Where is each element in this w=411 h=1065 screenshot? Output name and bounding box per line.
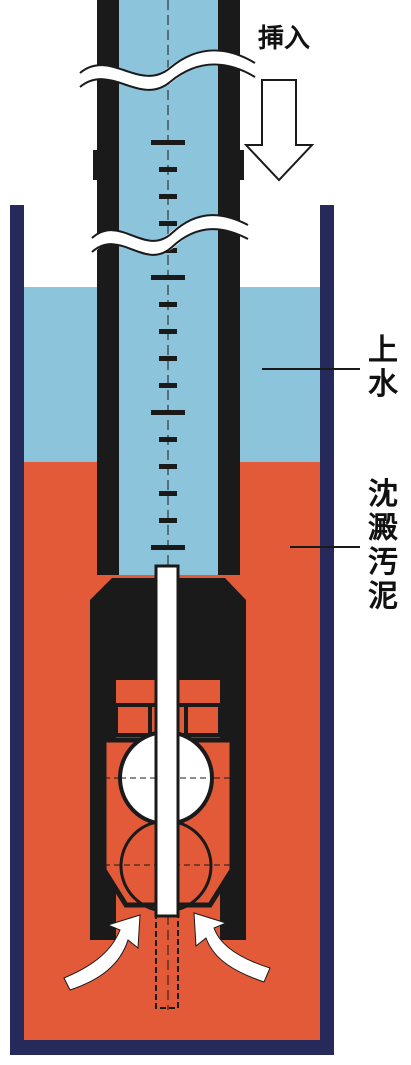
scale-mark [151, 140, 185, 145]
container-bottom [10, 1040, 334, 1055]
scale-mark [159, 302, 177, 307]
supernatant-label: 上水 [368, 333, 398, 402]
inflow-arrow-right [193, 912, 271, 983]
break-line-top-outline [79, 49, 256, 77]
scale-mark [159, 383, 177, 388]
scale-mark [159, 518, 177, 523]
sampler-tube [93, 0, 244, 1010]
tube-wall-right [218, 0, 240, 575]
scale-mark [151, 275, 185, 280]
break-line-top-outline-2 [79, 63, 256, 91]
sediment-label: 沈澱汚泥 [368, 477, 398, 614]
inflow-arrow-left [63, 914, 141, 991]
scale-mark [159, 437, 177, 442]
scale-mark [159, 167, 177, 172]
scale-mark [159, 491, 177, 496]
container-wall-left [10, 205, 24, 1055]
valve-housing [90, 578, 246, 940]
container-wall-right [320, 205, 334, 1055]
scale-mark [159, 221, 177, 226]
tube-wall-left [97, 0, 119, 575]
rod [154, 564, 180, 918]
scale-mark [159, 194, 177, 199]
scale-mark [151, 545, 185, 550]
valve-body [90, 564, 246, 1009]
scale-mark [151, 410, 185, 415]
scale-mark [159, 329, 177, 334]
scale-marks [151, 140, 185, 577]
inflow-arrows [63, 912, 271, 991]
break-line-bottom-outline [91, 214, 249, 242]
scale-mark [159, 356, 177, 361]
break-lines [75, 49, 259, 256]
break-line-bottom [87, 215, 252, 255]
scale-mark [159, 464, 177, 469]
insert-label: 挿入 [257, 24, 310, 54]
insert-arrow [243, 79, 315, 182]
rod-tip-lower [155, 915, 179, 1009]
break-line-bottom-outline-2 [91, 228, 249, 256]
break-line-top [75, 50, 259, 90]
